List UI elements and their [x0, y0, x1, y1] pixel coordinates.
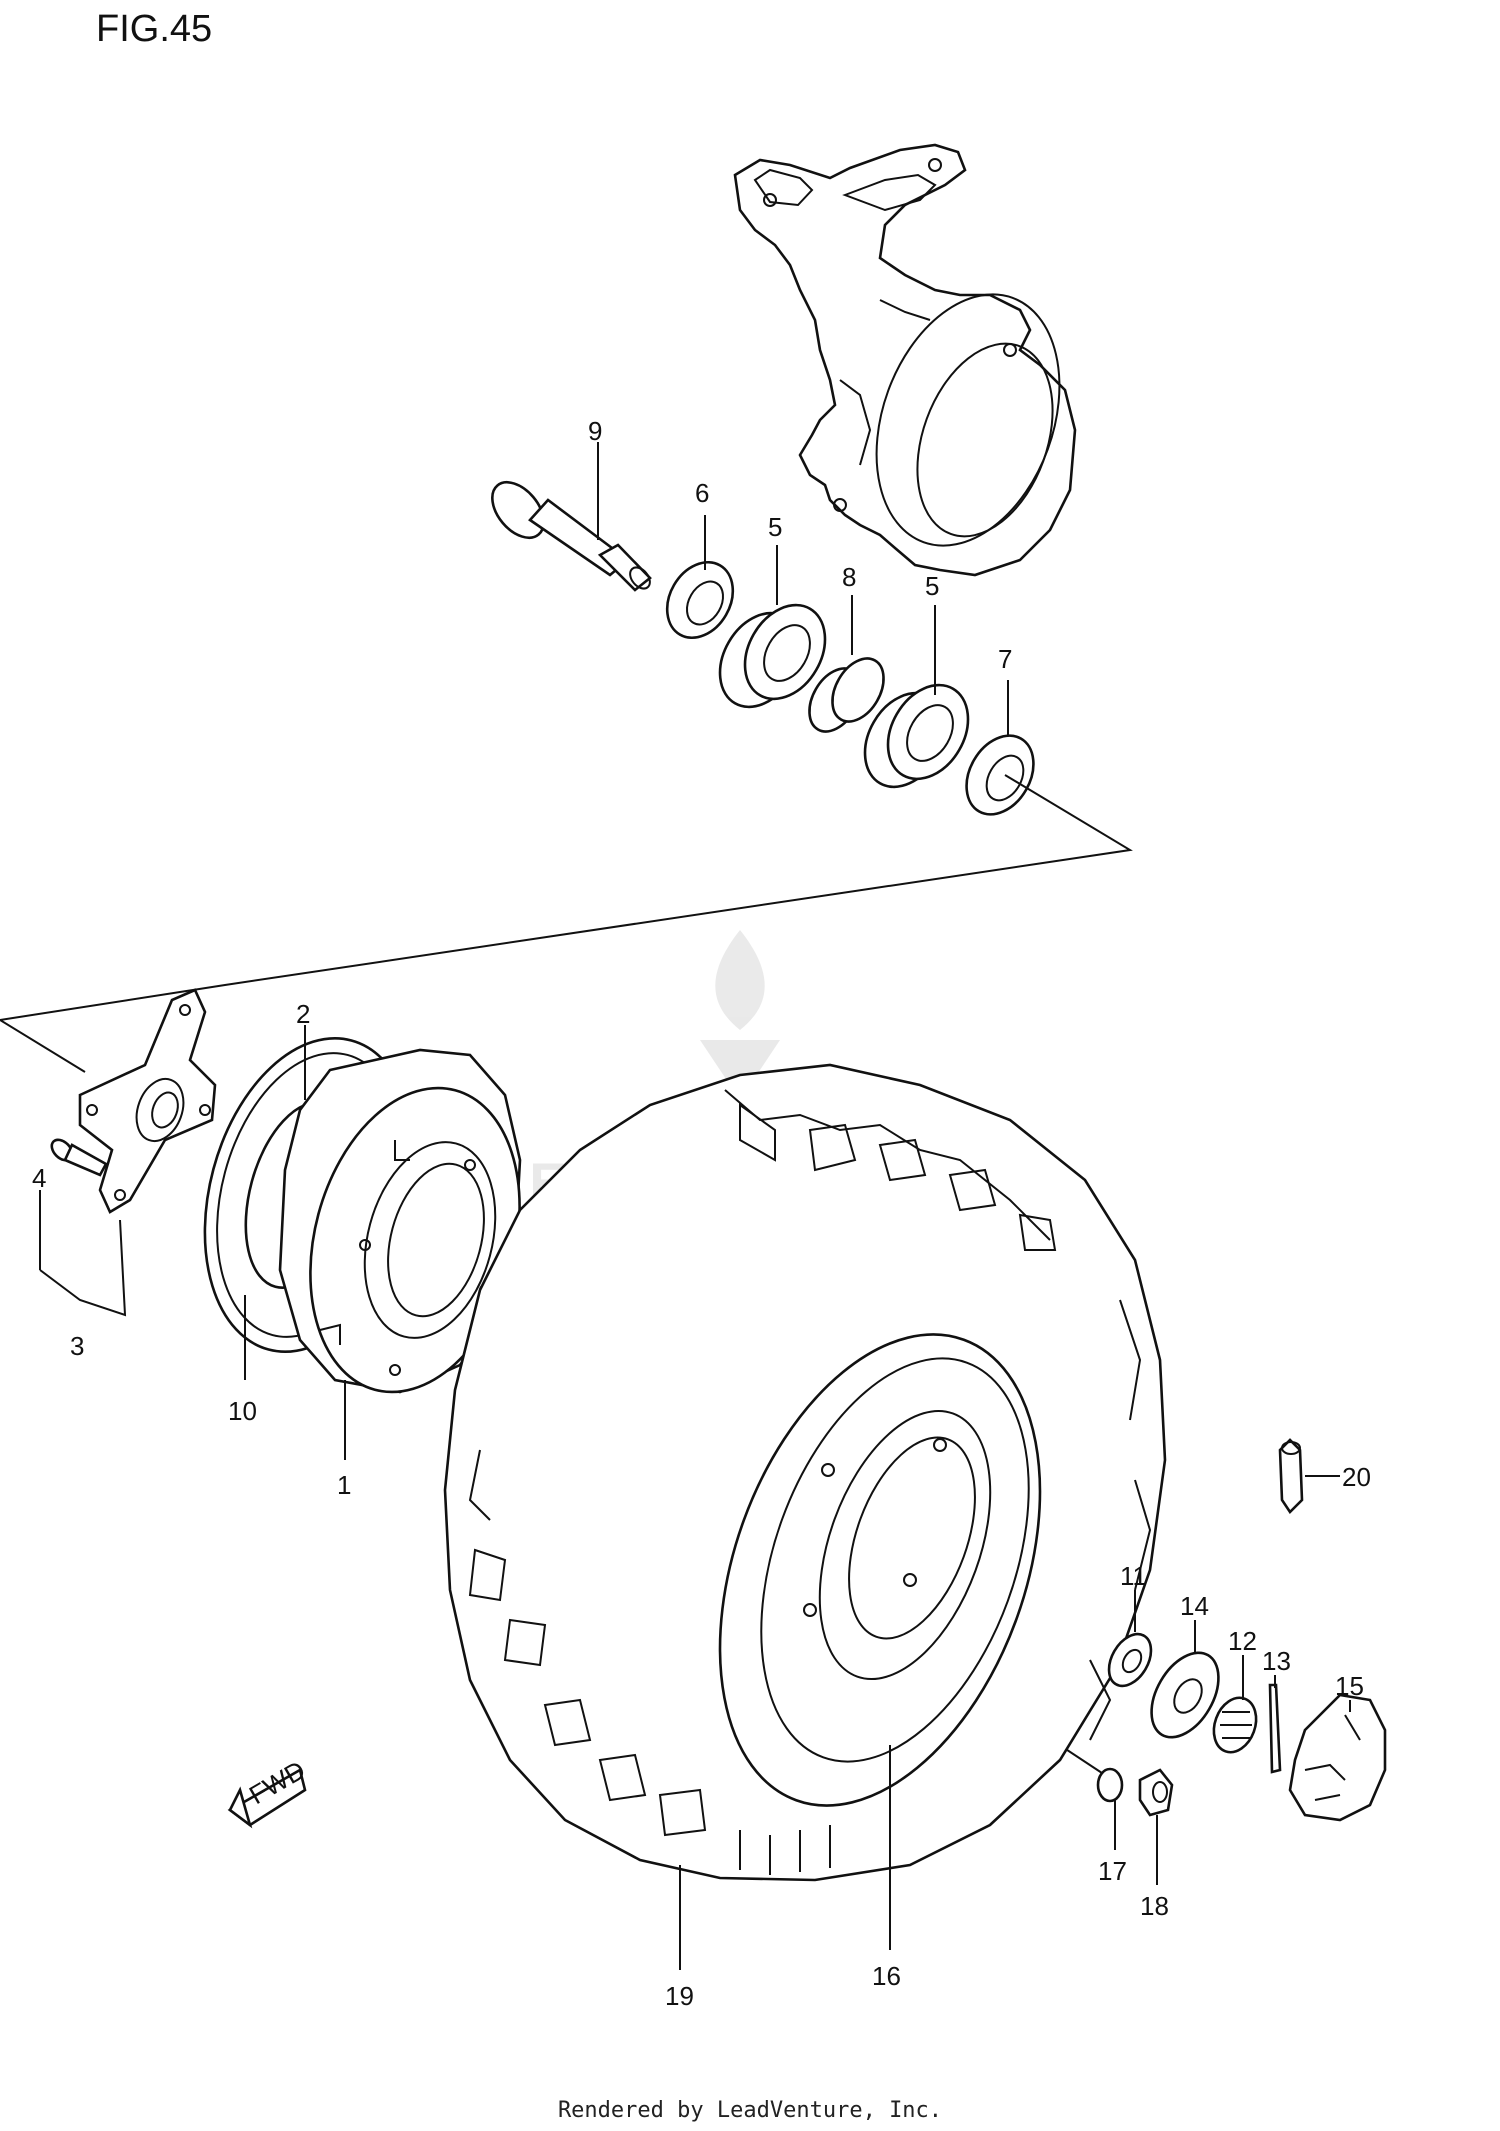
callout-labels: 9 6 5 8 5 7 2 4 3 10 1 20 11 14 12 13 15…: [32, 416, 1371, 2011]
cotter-pin-part-13: [1268, 1683, 1282, 1774]
leader-lines: [39, 442, 1351, 1970]
castle-nut-part-12: [1212, 1696, 1258, 1754]
footer-credit: Rendered by LeadVenture, Inc.: [557, 2098, 943, 2123]
callout-14: 14: [1180, 1591, 1209, 1621]
callout-16: 16: [872, 1961, 901, 1991]
callout-12: 12: [1228, 1626, 1257, 1656]
callout-20: 20: [1342, 1462, 1371, 1492]
valve-stem-part-20: [1278, 1438, 1304, 1515]
callout-19: 19: [665, 1981, 694, 2011]
bearing-part-5-lower: [863, 683, 970, 789]
steering-knuckle: [733, 143, 1077, 577]
hub-cap-part-15: [1288, 1693, 1387, 1822]
washer-part-17: [1096, 1767, 1124, 1803]
callout-13: 13: [1262, 1646, 1291, 1676]
watermark-logo: [700, 930, 780, 1100]
washer-part-14: [1150, 1651, 1220, 1739]
callout-10: 10: [228, 1396, 257, 1426]
callout-18: 18: [1140, 1891, 1169, 1921]
callout-15: 15: [1335, 1671, 1364, 1701]
callout-7: 7: [998, 644, 1012, 674]
callout-5-lower: 5: [925, 571, 939, 601]
nut-part-18: [1138, 1768, 1174, 1817]
figure-title: FIG.45: [96, 8, 213, 50]
callout-5-upper: 5: [768, 512, 782, 542]
callout-8: 8: [842, 562, 856, 592]
callout-6: 6: [695, 478, 709, 508]
bearing-part-5-upper: [718, 603, 827, 709]
callout-9: 9: [588, 416, 602, 446]
callout-3: 3: [70, 1331, 84, 1361]
callout-2: 2: [296, 999, 310, 1029]
spacer-part-8: [808, 657, 885, 733]
forward-direction-arrow: FWD: [227, 1755, 310, 1829]
seal-part-7: [965, 734, 1035, 816]
stud-bolt-part-9: [491, 481, 652, 592]
callout-17: 17: [1098, 1856, 1127, 1886]
bolt-part-4: [50, 1138, 108, 1177]
wheel-rim-part-16: [718, 1333, 1042, 1807]
callout-11: 11: [1120, 1561, 1147, 1591]
washer-part-11: [1107, 1632, 1153, 1688]
callout-4: 4: [32, 1163, 46, 1193]
callout-1: 1: [337, 1470, 351, 1500]
hub-flange-part-3: [78, 988, 217, 1214]
seal-part-6: [665, 560, 735, 640]
